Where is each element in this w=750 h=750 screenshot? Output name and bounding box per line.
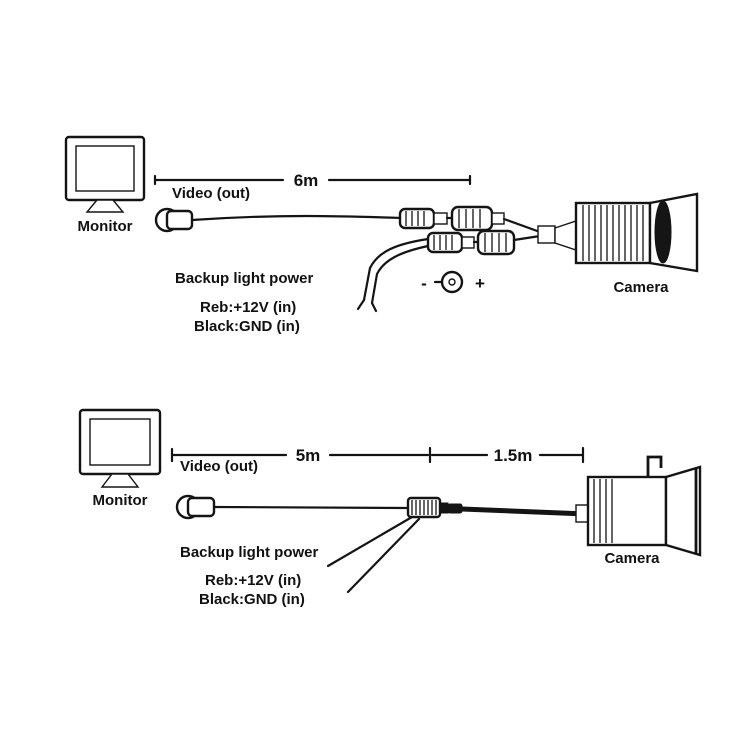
video-out-label: Video (out) (180, 458, 258, 475)
backup-power-label: Backup light power (180, 544, 319, 561)
diagram-1: Monitor Video (out) 6m (64, 135, 699, 335)
backup-power-label: Backup light power (175, 270, 314, 287)
backup-power-wires (356, 237, 430, 313)
monitor-icon (78, 408, 162, 488)
cable-length-1-5m: 1.5m (494, 446, 533, 465)
black-wire-label: Black:GND (in) (199, 591, 305, 608)
camera-icon (575, 455, 702, 557)
monitor-icon (64, 135, 146, 213)
diagram-2: Monitor Video (out) 5m 1.5m (78, 408, 702, 608)
monitor-label: Monitor (93, 492, 148, 509)
rca-coupler-upper (398, 205, 505, 232)
video-cable-line (190, 214, 404, 222)
rca-coupler-lower (426, 229, 542, 256)
red-wire-label: Reb:+12V (in) (200, 299, 296, 316)
monitor-label: Monitor (78, 218, 133, 235)
dc-polarity-symbol: - + (421, 270, 485, 294)
dimension-line-5m-1.5m (170, 446, 585, 464)
cable-length-6m: 6m (294, 171, 319, 190)
rca-plug-icon (175, 494, 216, 520)
rca-plug-icon (154, 207, 194, 233)
camera-label: Camera (613, 279, 669, 296)
tail-cable-line (461, 506, 587, 517)
red-wire-label: Reb:+12V (in) (205, 572, 301, 589)
camera-label: Camera (604, 550, 660, 567)
black-wire-label: Black:GND (in) (194, 318, 300, 335)
cable-length-5m: 5m (296, 446, 321, 465)
polarity-plus: + (475, 274, 485, 293)
camera-bracket (646, 455, 663, 477)
video-cable-line (212, 505, 410, 510)
coupler-to-camera-line (502, 217, 542, 234)
leader-lines (326, 515, 421, 594)
video-out-label: Video (out) (172, 185, 250, 202)
dimension-line-6m (153, 174, 472, 186)
camera-icon (574, 192, 699, 273)
polarity-minus: - (421, 274, 427, 293)
camera-connector-stub (537, 220, 577, 251)
barrel-connector (406, 496, 463, 519)
